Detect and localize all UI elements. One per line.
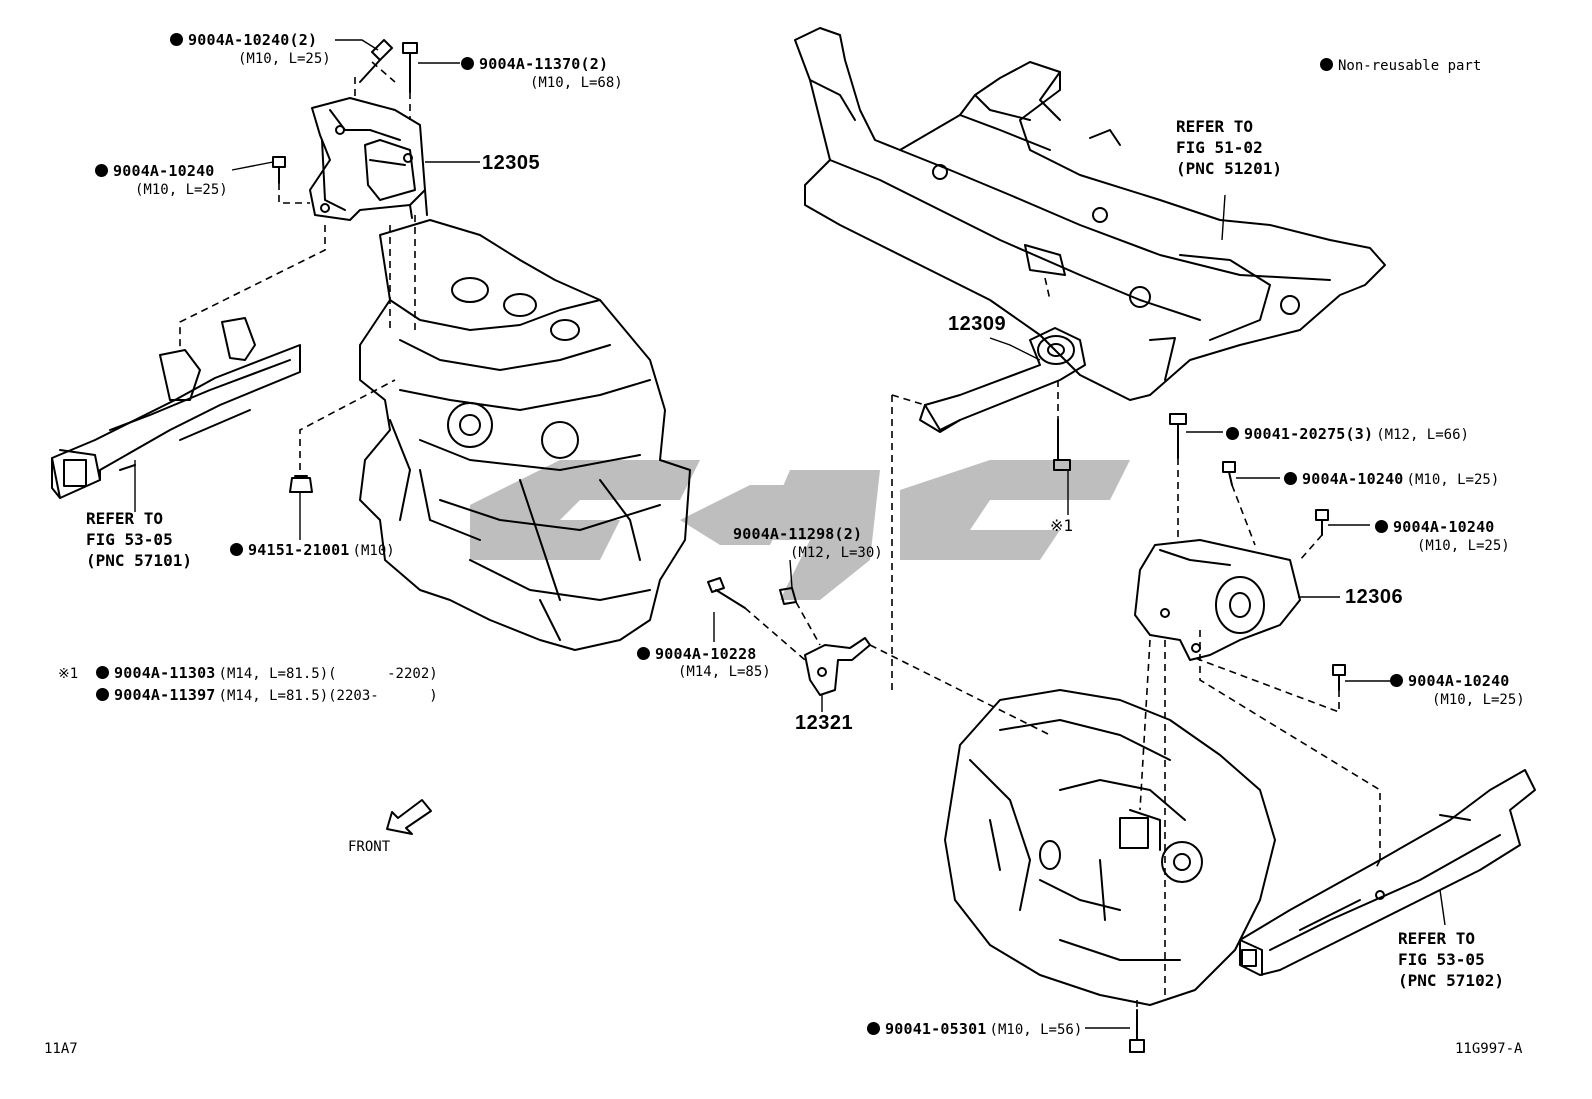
bullet-icon [1226, 427, 1239, 440]
ref-line3: (PNC 51201) [1176, 159, 1282, 178]
dashed-guide-lines [179, 61, 1381, 1010]
part-12306: 12306 [1345, 586, 1404, 608]
label-9004A-10240-b: 9004A-10240(M10, L=25) [1284, 471, 1499, 487]
part-number: 9004A-10240 [1393, 518, 1495, 536]
bolt-bottom [1129, 1009, 1145, 1053]
part-12305: 12305 [482, 152, 541, 174]
leader-lines [134, 39, 1446, 1029]
ref-line3: (PNC 57102) [1398, 971, 1504, 990]
right-side-rail [1239, 769, 1536, 976]
label-90041-20275: 90041-20275(3)(M12, L=66) [1226, 426, 1469, 442]
mark-note-1: ※1 [1050, 516, 1074, 535]
bullet-icon [867, 1022, 880, 1035]
transmission-mount-12306 [1134, 539, 1301, 661]
engine-block [359, 219, 691, 651]
engine-mount-12305 [309, 97, 426, 221]
watermark-logo [470, 460, 1130, 600]
spec-9004A-10240-d: (M10, L=25) [1432, 692, 1525, 708]
part-number: 90041-05301 [885, 1020, 987, 1038]
part-number: 9004A-10228 [655, 645, 757, 663]
ref-line3: (PNC 57101) [86, 551, 192, 570]
bullet-icon [1375, 520, 1388, 533]
bolt-note-1 [1053, 419, 1071, 471]
bullet-icon [637, 647, 650, 660]
note-1-row1: 9004A-11303(M14, L=81.5)( -2202) [96, 665, 438, 681]
page-code-right: 11G997-A [1455, 1041, 1523, 1057]
bullet-icon [461, 57, 474, 70]
note-1-mark: ※1 [58, 666, 79, 682]
bolts-top-left [272, 39, 428, 219]
part-spec: (M14, L=81.5)(2203- ) [218, 688, 438, 704]
ref-fig-53-05-right: REFER TO FIG 53-05 (PNC 57102) [1398, 928, 1504, 991]
non-reusable-legend: Non-reusable part [1320, 58, 1481, 73]
part-number: 9004A-10240 [113, 162, 215, 180]
part-number: 9004A-11397 [114, 686, 216, 704]
part-number: 9004A-10240 [1408, 672, 1510, 690]
bullet-icon [230, 543, 243, 556]
part-number: 9004A-10240(2) [188, 31, 318, 49]
ref-line1: REFER TO [1176, 117, 1254, 136]
bullet-icon [170, 33, 183, 46]
part-number: 94151-21001 [248, 541, 350, 559]
label-94151-21001: 94151-21001(M10) [230, 542, 395, 558]
front-arrow-icon [386, 799, 432, 835]
ref-line2: FIG 53-05 [86, 530, 173, 549]
ref-line2: FIG 51-02 [1176, 138, 1263, 157]
part-number: 9004A-11303 [114, 664, 216, 682]
bullet-icon [1284, 472, 1297, 485]
bracket-12321 [804, 637, 871, 696]
spec-9004A-11298-2: (M12, L=30) [790, 545, 883, 561]
spec-9004A-10240-2: (M10, L=25) [238, 51, 331, 67]
part-number: 90041-20275(3) [1244, 425, 1374, 443]
note-1-row2: 9004A-11397(M14, L=81.5)(2203- ) [96, 687, 438, 703]
page-code-left: 11A7 [44, 1041, 78, 1057]
transmission [944, 689, 1276, 1006]
bolts-center [707, 577, 797, 609]
label-9004A-10240-c: 9004A-10240 [1375, 519, 1495, 535]
legend-text: Non-reusable part [1338, 58, 1482, 74]
part-spec: (M10, L=56) [989, 1022, 1083, 1038]
part-number: 9004A-10240 [1302, 470, 1404, 488]
part-spec: (M10, L=25) [1406, 472, 1500, 488]
label-9004A-10240-d: 9004A-10240 [1390, 673, 1510, 689]
label-9004A-11298-2: 9004A-11298(2) [733, 525, 863, 543]
part-spec: (M12, L=66) [1376, 427, 1469, 443]
ref-line1: REFER TO [86, 509, 164, 528]
spec-9004A-10240-a: (M10, L=25) [135, 182, 228, 198]
bullet-icon [96, 688, 109, 701]
ref-fig-51-02: REFER TO FIG 51-02 (PNC 51201) [1176, 116, 1282, 179]
label-90041-05301: 90041-05301(M10, L=56) [867, 1021, 1082, 1037]
label-9004A-11370-2: 9004A-11370(2) [461, 56, 608, 72]
torque-rod-12309 [919, 327, 1086, 433]
bullet-icon [1390, 674, 1403, 687]
front-subframe [794, 27, 1386, 401]
bolts-right [1169, 413, 1346, 691]
front-label: FRONT [348, 839, 391, 855]
ref-fig-53-05-left: REFER TO FIG 53-05 (PNC 57101) [86, 508, 192, 571]
part-number: 9004A-11370(2) [479, 55, 609, 73]
label-9004A-10240-a: 9004A-10240 [95, 163, 215, 179]
ref-line1: REFER TO [1398, 929, 1476, 948]
part-12321: 12321 [795, 712, 854, 734]
nut-94151 [289, 475, 313, 493]
left-side-rail [51, 317, 301, 499]
part-spec: (M10) [352, 543, 395, 559]
spec-9004A-10240-c: (M10, L=25) [1417, 538, 1510, 554]
label-9004A-10228: 9004A-10228 [637, 646, 757, 662]
part-12309: 12309 [948, 313, 1007, 335]
ref-line2: FIG 53-05 [1398, 950, 1485, 969]
spec-9004A-10228: (M14, L=85) [678, 664, 771, 680]
bullet-icon [1320, 58, 1333, 71]
spec-9004A-11370-2: (M10, L=68) [530, 75, 623, 91]
part-spec: (M14, L=81.5)( -2202) [218, 666, 438, 682]
label-9004A-10240-2: 9004A-10240(2) [170, 32, 317, 48]
bullet-icon [96, 666, 109, 679]
bullet-icon [95, 164, 108, 177]
